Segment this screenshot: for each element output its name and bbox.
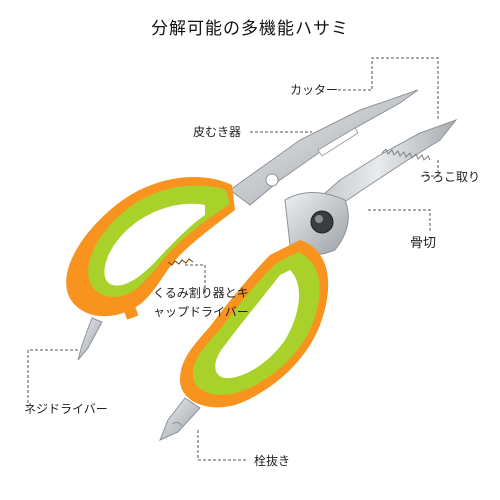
right-handle-hole	[215, 270, 300, 379]
screwdriver-tip	[77, 317, 103, 361]
left-handle-hole	[104, 203, 205, 286]
label-bottle-opener: 栓抜き	[254, 454, 291, 468]
label-peeler: 皮むき器	[193, 125, 242, 139]
label-bone-cutter: 骨切	[410, 236, 437, 251]
blade-hole	[265, 173, 279, 187]
label-nutcracker-line1: くるみ割り器とキ	[153, 286, 249, 300]
page-title: 分解可能の多機能ハサミ	[151, 19, 349, 39]
bottle-opener-tip	[159, 397, 201, 441]
peeler-slot	[317, 127, 359, 157]
label-cutter: カッター	[290, 83, 339, 97]
label-screwdriver: ネジドライバー	[24, 402, 108, 416]
label-nutcracker-line2: ャップドライバー	[153, 305, 249, 319]
pivot-screw	[310, 210, 334, 234]
scaler-teeth	[381, 148, 431, 161]
callout-lines	[27, 57, 439, 461]
nutcracker-teeth	[167, 258, 194, 266]
label-scaler: うろこ取り	[420, 170, 481, 184]
